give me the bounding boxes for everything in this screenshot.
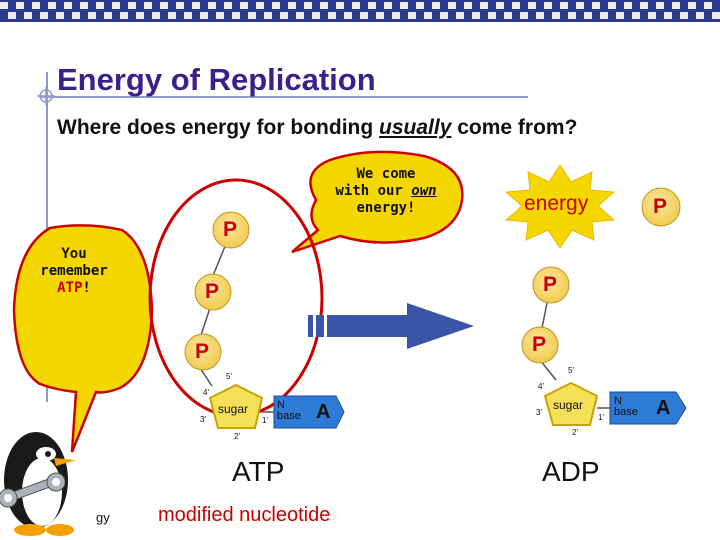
- carbon-number: 4': [203, 388, 209, 397]
- phosphate-label: P: [653, 195, 668, 218]
- nbase-label: N base: [277, 400, 301, 422]
- phosphate-label: P: [195, 340, 210, 363]
- left-speech-bubble: [12, 224, 154, 453]
- carbon-number: 3': [200, 415, 206, 424]
- nbase-line2: base: [614, 406, 638, 418]
- crosshair-icon: [37, 87, 55, 105]
- question-text: Where does energy for bonding usually co…: [57, 116, 577, 140]
- top-bubble-line1: We come: [356, 166, 416, 182]
- carbon-number: 2': [572, 428, 578, 437]
- header-pattern: [0, 2, 720, 19]
- carbon-number: 2': [234, 432, 240, 441]
- nbase-line2: base: [277, 410, 301, 422]
- nbase-line1: N: [614, 395, 622, 407]
- sugar-pentagon: [208, 383, 264, 429]
- nbase-line1: N: [277, 399, 285, 411]
- carbon-number: 5': [226, 372, 232, 381]
- penguin-mascot-icon: [4, 432, 76, 536]
- carbon-number: 4': [538, 382, 544, 391]
- carbon-number: 5': [568, 366, 574, 375]
- phosphate-circle: [194, 273, 232, 311]
- sugar-label: sugar: [553, 398, 584, 412]
- question-prefix: Where does energy for bonding: [57, 116, 380, 139]
- starburst-icon: [504, 164, 616, 249]
- nbase-label: N base: [614, 396, 638, 418]
- nitrogen-base-shape: [609, 391, 687, 425]
- bond-line: [539, 359, 557, 381]
- slide-title: Energy of Replication: [57, 62, 376, 97]
- left-bubble-excl: !: [82, 280, 91, 296]
- top-bubble-line2: with our own: [316, 183, 456, 200]
- base-letter: A: [656, 397, 671, 419]
- title-underline: [40, 96, 528, 98]
- adp-label: ADP: [542, 456, 600, 487]
- energy-label: energy: [524, 192, 589, 215]
- right-arrow-icon: [308, 303, 474, 349]
- phosphate-circle: [641, 187, 681, 227]
- wrench-icon: [0, 472, 66, 508]
- phosphate-label: P: [543, 273, 558, 296]
- phosphate-circle: [521, 326, 559, 364]
- bond-line: [199, 367, 213, 387]
- left-bubble-line3: ATP!: [24, 280, 124, 297]
- bond-line: [211, 243, 227, 279]
- question-emphasis: usually: [379, 116, 452, 139]
- top-bubble-own: own: [411, 183, 437, 199]
- bond-line: [199, 307, 211, 339]
- phosphate-label: P: [205, 280, 220, 303]
- top-speech-bubble: [291, 150, 464, 254]
- left-bubble-line2: remember: [40, 263, 108, 279]
- footer-fragment: gy: [96, 510, 110, 525]
- nitrogen-base-shape: [273, 395, 345, 429]
- sugar-label: sugar: [218, 402, 249, 416]
- phosphate-label: P: [532, 333, 547, 356]
- carbon-number: 1': [598, 413, 604, 422]
- left-bubble-atp: ATP: [57, 280, 83, 296]
- sugar-pentagon: [543, 381, 599, 426]
- phosphate-circle: [212, 211, 250, 249]
- top-bubble-line2-a: with our: [335, 183, 412, 199]
- phosphate-circle: [184, 333, 222, 371]
- question-suffix: come from?: [451, 116, 578, 139]
- top-bubble-line3: energy!: [356, 200, 416, 216]
- top-bubble-text: We come with our own energy!: [316, 166, 456, 217]
- left-bubble-text: You remember ATP!: [24, 246, 124, 297]
- carbon-number: 1': [262, 416, 268, 425]
- phosphate-circle: [532, 266, 570, 304]
- base-letter: A: [316, 401, 331, 423]
- carbon-number: 3': [536, 408, 542, 417]
- phosphate-label: P: [223, 218, 238, 241]
- modified-nucleotide-label: modified nucleotide: [158, 504, 331, 526]
- left-bubble-line1: You: [61, 246, 87, 262]
- atp-label: ATP: [232, 456, 285, 487]
